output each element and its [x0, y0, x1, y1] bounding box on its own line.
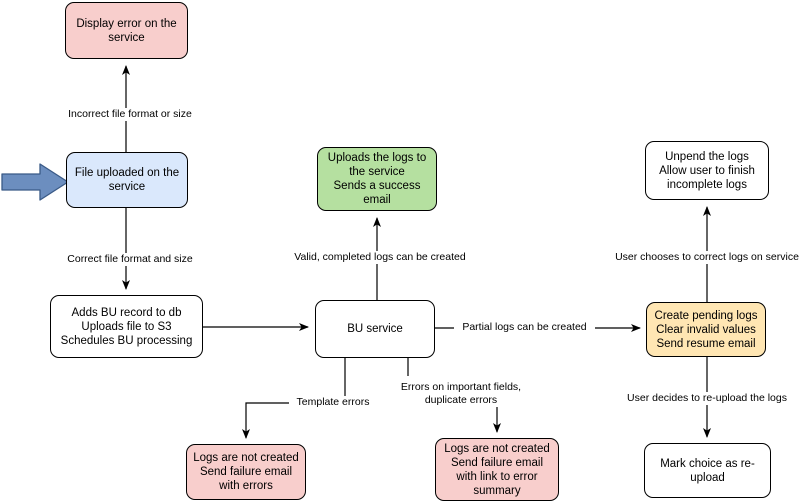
node-display-error-label: Display error on the service [76, 17, 177, 44]
node-create-pending-logs[interactable]: Create pending logs Clear invalid values… [646, 302, 766, 357]
node-logs-not-created-summary-label: Logs are not created Send failure email … [444, 442, 550, 497]
node-logs-not-created-summary[interactable]: Logs are not created Send failure email … [435, 438, 559, 501]
node-adds-bu-record-label: Adds BU record to db Uploads file to S3 … [60, 306, 193, 347]
node-logs-not-created-template[interactable]: Logs are not created Send failure email … [186, 444, 306, 500]
input-block-arrow-icon [0, 160, 72, 204]
edge-label-user-chooses-correct: User chooses to correct logs on service [606, 251, 801, 264]
node-uploads-logs[interactable]: Uploads the logs to the service Sends a … [317, 147, 437, 211]
node-unpend-logs[interactable]: Unpend the logs Allow user to finish inc… [645, 141, 769, 200]
edge-label-incorrect-format: Incorrect file format or size [57, 108, 203, 121]
node-adds-bu-record[interactable]: Adds BU record to db Uploads file to S3 … [50, 295, 203, 358]
edge-label-partial-logs: Partial logs can be created [454, 321, 595, 334]
node-logs-not-created-template-label: Logs are not created Send failure email … [193, 452, 299, 492]
node-bu-service[interactable]: BU service [315, 300, 435, 358]
edge-label-user-decides-reupload: User decides to re-upload the logs [618, 392, 796, 405]
node-mark-choice-reupload-label: Mark choice as re- upload [660, 457, 755, 484]
node-uploads-logs-label: Uploads the logs to the service Sends a … [327, 152, 427, 206]
edge-label-valid-logs: Valid, completed logs can be created [282, 251, 478, 264]
edge-label-correct-format: Correct file format and size [58, 253, 202, 266]
node-file-uploaded-label: File uploaded on the service [74, 167, 180, 193]
node-file-uploaded[interactable]: File uploaded on the service [66, 152, 188, 208]
node-create-pending-logs-label: Create pending logs Clear invalid values… [654, 309, 758, 350]
node-bu-service-label: BU service [347, 323, 403, 335]
edge-label-errors-important-fields: Errors on important fields, duplicate er… [388, 381, 534, 407]
node-mark-choice-reupload[interactable]: Mark choice as re- upload [644, 443, 771, 498]
node-unpend-logs-label: Unpend the logs Allow user to finish inc… [659, 150, 755, 191]
edge-label-template-errors: Template errors [289, 396, 377, 409]
node-display-error[interactable]: Display error on the service [65, 2, 188, 59]
